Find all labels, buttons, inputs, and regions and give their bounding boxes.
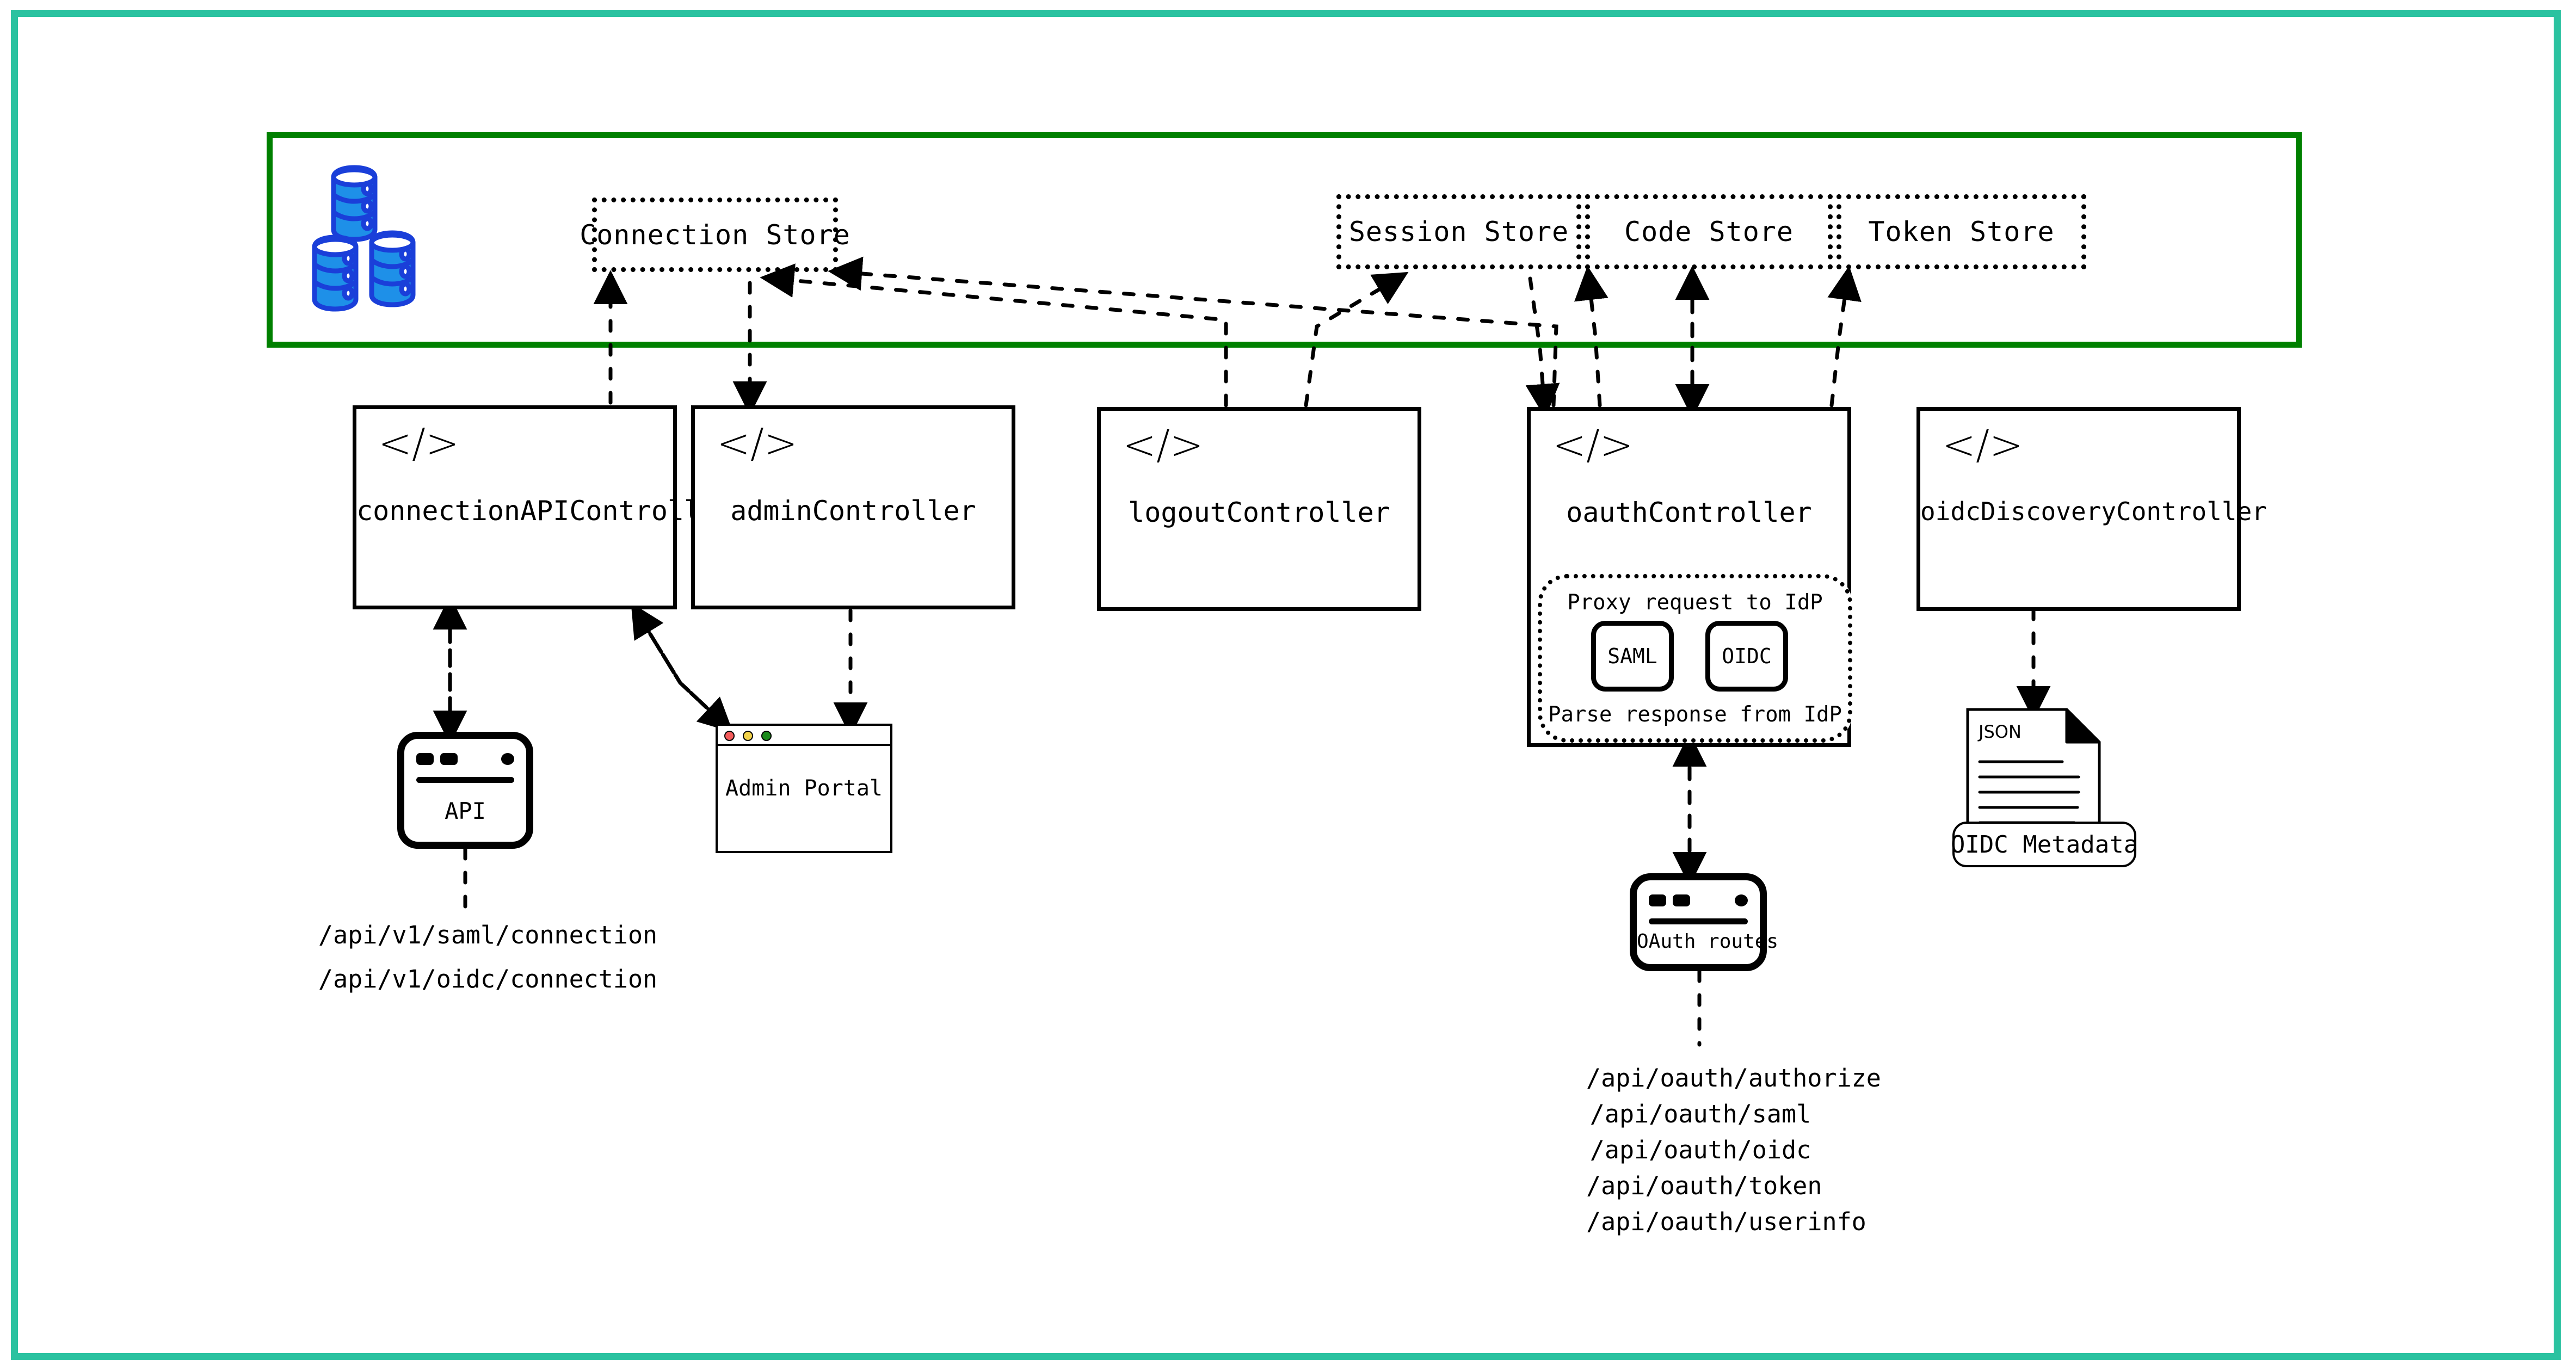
code-tag-icon: </> xyxy=(1123,422,1204,468)
controller-box-admincontroller[interactable]: </> adminController xyxy=(691,405,1015,609)
oauth-route-5: /api/oauth/userinfo xyxy=(1586,1207,1866,1236)
code-tag-icon: </> xyxy=(1552,422,1634,468)
traffic-light-close-icon[interactable] xyxy=(724,731,735,741)
api-terminal-titlebar xyxy=(416,750,514,775)
controller-label-oauthcontroller: oauthController xyxy=(1566,497,1812,528)
protocol-chip-oidc[interactable]: OIDC xyxy=(1705,621,1788,692)
controller-label-connectionapicontroller: connectionAPIController xyxy=(356,495,734,527)
traffic-light-minimize-icon[interactable] xyxy=(743,731,753,741)
terminal-dot-3 xyxy=(1735,894,1748,906)
controller-label-logoutcontroller: logoutController xyxy=(1128,497,1390,528)
oauth-routes-terminal[interactable]: OAuth routes xyxy=(1630,873,1779,971)
protocol-chip-saml-label: SAML xyxy=(1607,644,1657,668)
controller-label-admincontroller: adminController xyxy=(730,495,976,527)
controller-label-oidcdiscoverycontroller: oidcDiscoveryController xyxy=(1920,497,2267,526)
code-store-label: Code Store xyxy=(1624,216,1794,248)
terminal-dot-3 xyxy=(501,753,514,765)
proxy-request-label: Proxy request to IdP xyxy=(1567,590,1823,615)
api-terminal[interactable]: API xyxy=(397,732,533,849)
controller-box-connectionapicontroller[interactable]: </> connectionAPIController xyxy=(353,405,734,609)
token-store-box[interactable]: Token Store xyxy=(1837,194,2086,269)
terminal-dot-2 xyxy=(440,753,458,765)
admin-portal-window[interactable]: Admin Portal xyxy=(716,724,892,853)
oauth-route-4: /api/oauth/token xyxy=(1586,1171,1822,1200)
code-tag-icon: </> xyxy=(378,420,459,467)
admin-portal-titlebar xyxy=(718,726,890,746)
session-store-label: Session Store xyxy=(1348,216,1569,248)
protocol-chip-saml[interactable]: SAML xyxy=(1591,621,1674,692)
session-store-box[interactable]: Session Store xyxy=(1336,194,1581,269)
code-tag-icon: </> xyxy=(717,420,798,467)
controller-box-logoutcontroller[interactable]: </> logoutController xyxy=(1097,407,1421,611)
api-terminal-rule xyxy=(416,777,514,783)
oauth-route-2: /api/oauth/saml xyxy=(1589,1100,1811,1128)
oauth-route-3: /api/oauth/oidc xyxy=(1589,1136,1811,1164)
oauth-terminal-rule xyxy=(1649,918,1748,924)
proxy-group: Proxy request to IdP SAML OIDC Parse res… xyxy=(1538,574,1852,743)
oauth-route-1: /api/oauth/authorize xyxy=(1586,1064,1881,1093)
terminal-dot-1 xyxy=(1649,894,1666,906)
connection-route-1: /api/v1/saml/connection xyxy=(318,921,658,949)
terminal-dot-2 xyxy=(1673,894,1690,906)
api-terminal-label: API xyxy=(445,798,486,824)
controller-box-oidcdiscoverycontroller[interactable]: </> oidcDiscoveryController xyxy=(1916,407,2267,611)
terminal-dot-1 xyxy=(416,753,434,765)
connection-route-2: /api/v1/oidc/connection xyxy=(318,965,658,993)
token-store-label: Token Store xyxy=(1868,216,2055,248)
code-store-box[interactable]: Code Store xyxy=(1585,194,1833,269)
protocol-chip-oidc-label: OIDC xyxy=(1722,644,1772,668)
parse-response-label: Parse response from IdP xyxy=(1548,702,1842,727)
admin-portal-label: Admin Portal xyxy=(725,776,883,801)
oauth-terminal-titlebar xyxy=(1649,891,1748,916)
json-badge-label: JSON xyxy=(1977,721,2022,742)
oidc-metadata-chip[interactable]: OIDC Metadata xyxy=(1950,822,2139,867)
traffic-light-maximize-icon[interactable] xyxy=(761,731,772,741)
code-tag-icon: </> xyxy=(1942,422,2023,468)
oauth-terminal-label: OAuth routes xyxy=(1637,930,1779,953)
connection-store-label: Connection Store xyxy=(580,219,851,251)
oidc-metadata-label: OIDC Metadata xyxy=(1950,830,2139,859)
connection-store-box[interactable]: Connection Store xyxy=(580,198,850,272)
